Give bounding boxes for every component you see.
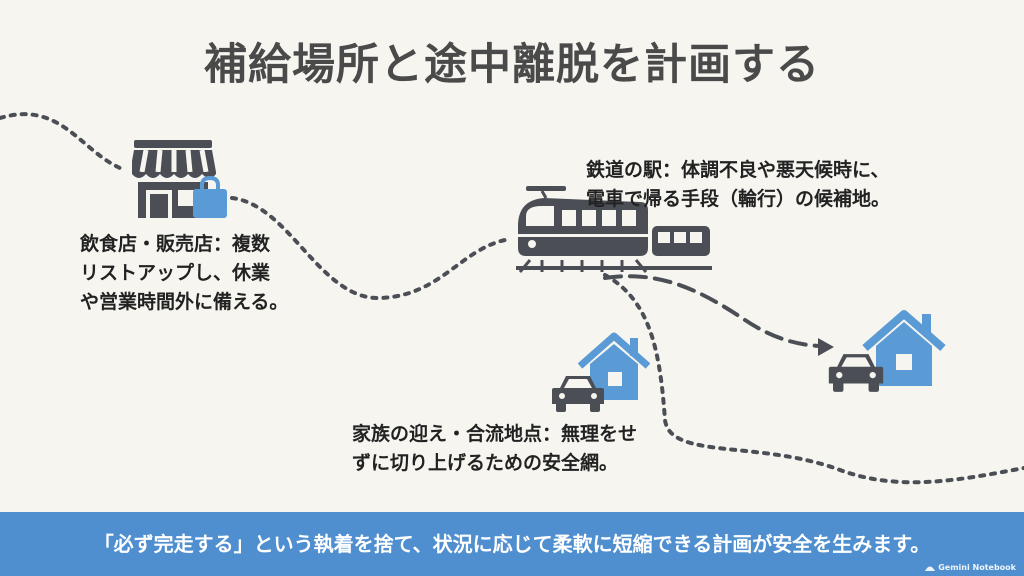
family-label-line: 家族の迎え・合流地点：無理をせ	[352, 423, 638, 445]
notebook-logo-icon	[925, 566, 936, 571]
shop-label: 飲食店・販売店：複数 リストアップし、休業 や営業時間外に備える。	[80, 230, 288, 317]
station-to-south-path	[603, 273, 1024, 485]
car-icon	[828, 354, 884, 392]
station-to-family-path	[603, 274, 822, 348]
shopping-bag-icon	[193, 176, 227, 218]
house-icon	[862, 310, 946, 386]
shop-label-line: 飲食店・販売店：複数	[80, 233, 271, 255]
page-title: 補給場所と途中離脱を計画する	[204, 40, 820, 90]
shop-label-line: や営業時間外に備える。	[80, 291, 289, 313]
banner-text: 「必ず完走する」という執着を捨て、状況に応じて柔軟に短縮できる計画が安全を生みま…	[93, 531, 931, 556]
badge-text: Gemini Notebook	[938, 563, 1016, 572]
family-label: 家族の迎え・合流地点：無理をせ ずに切り上げるための安全網。	[352, 420, 637, 478]
bottom-banner: 「必ず完走する」という執着を捨て、状況に応じて柔軟に短縮できる計画が安全を生みま…	[0, 512, 1024, 576]
station-label: 鉄道の駅：体調不良や悪天候時に、 電車で帰る手段（輪行）の候補地。	[586, 156, 890, 214]
station-label-line: 電車で帰る手段（輪行）の候補地。	[586, 188, 891, 210]
house-icon	[578, 332, 650, 400]
family-label-line: ずに切り上げるための安全網。	[352, 452, 619, 474]
shop-label-line: リストアップし、休業	[80, 262, 271, 284]
station-label-line: 鉄道の駅：体調不良や悪天候時に、	[586, 159, 890, 181]
notebook-badge: Gemini Notebook	[925, 563, 1016, 572]
train-icon	[516, 186, 712, 273]
car-icon	[552, 376, 604, 412]
main-route-path	[0, 112, 122, 170]
main-route-path-2	[230, 196, 507, 301]
shop-icon	[132, 140, 216, 218]
arrow-icon	[818, 338, 834, 356]
